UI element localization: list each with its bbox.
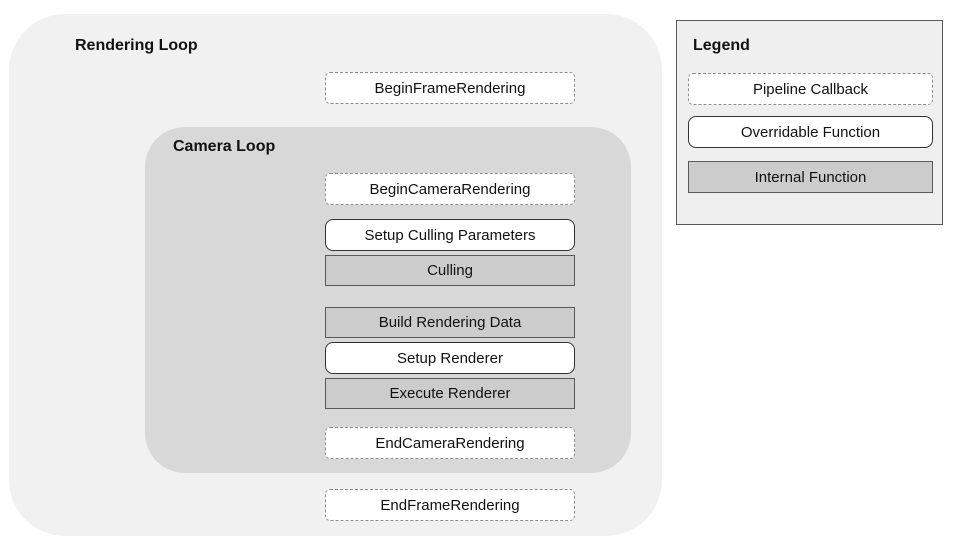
legend-item-overridable-function: Overridable Function [688, 116, 933, 148]
node-build-rendering-data: Build Rendering Data [325, 307, 575, 338]
legend-panel: Legend Pipeline Callback Overridable Fun… [676, 20, 943, 225]
node-execute-renderer: Execute Renderer [325, 378, 575, 409]
node-culling: Culling [325, 255, 575, 286]
node-begin-camera-rendering: BeginCameraRendering [325, 173, 575, 205]
node-end-frame-rendering: EndFrameRendering [325, 489, 575, 521]
node-end-camera-rendering: EndCameraRendering [325, 427, 575, 459]
node-setup-renderer: Setup Renderer [325, 342, 575, 374]
rendering-loop-title: Rendering Loop [75, 37, 198, 54]
legend-title: Legend [693, 37, 750, 54]
node-setup-culling-parameters: Setup Culling Parameters [325, 219, 575, 251]
camera-loop-title: Camera Loop [173, 138, 276, 155]
node-begin-frame-rendering: BeginFrameRendering [325, 72, 575, 104]
legend-item-internal-function: Internal Function [688, 161, 933, 193]
legend-item-pipeline-callback: Pipeline Callback [688, 73, 933, 105]
